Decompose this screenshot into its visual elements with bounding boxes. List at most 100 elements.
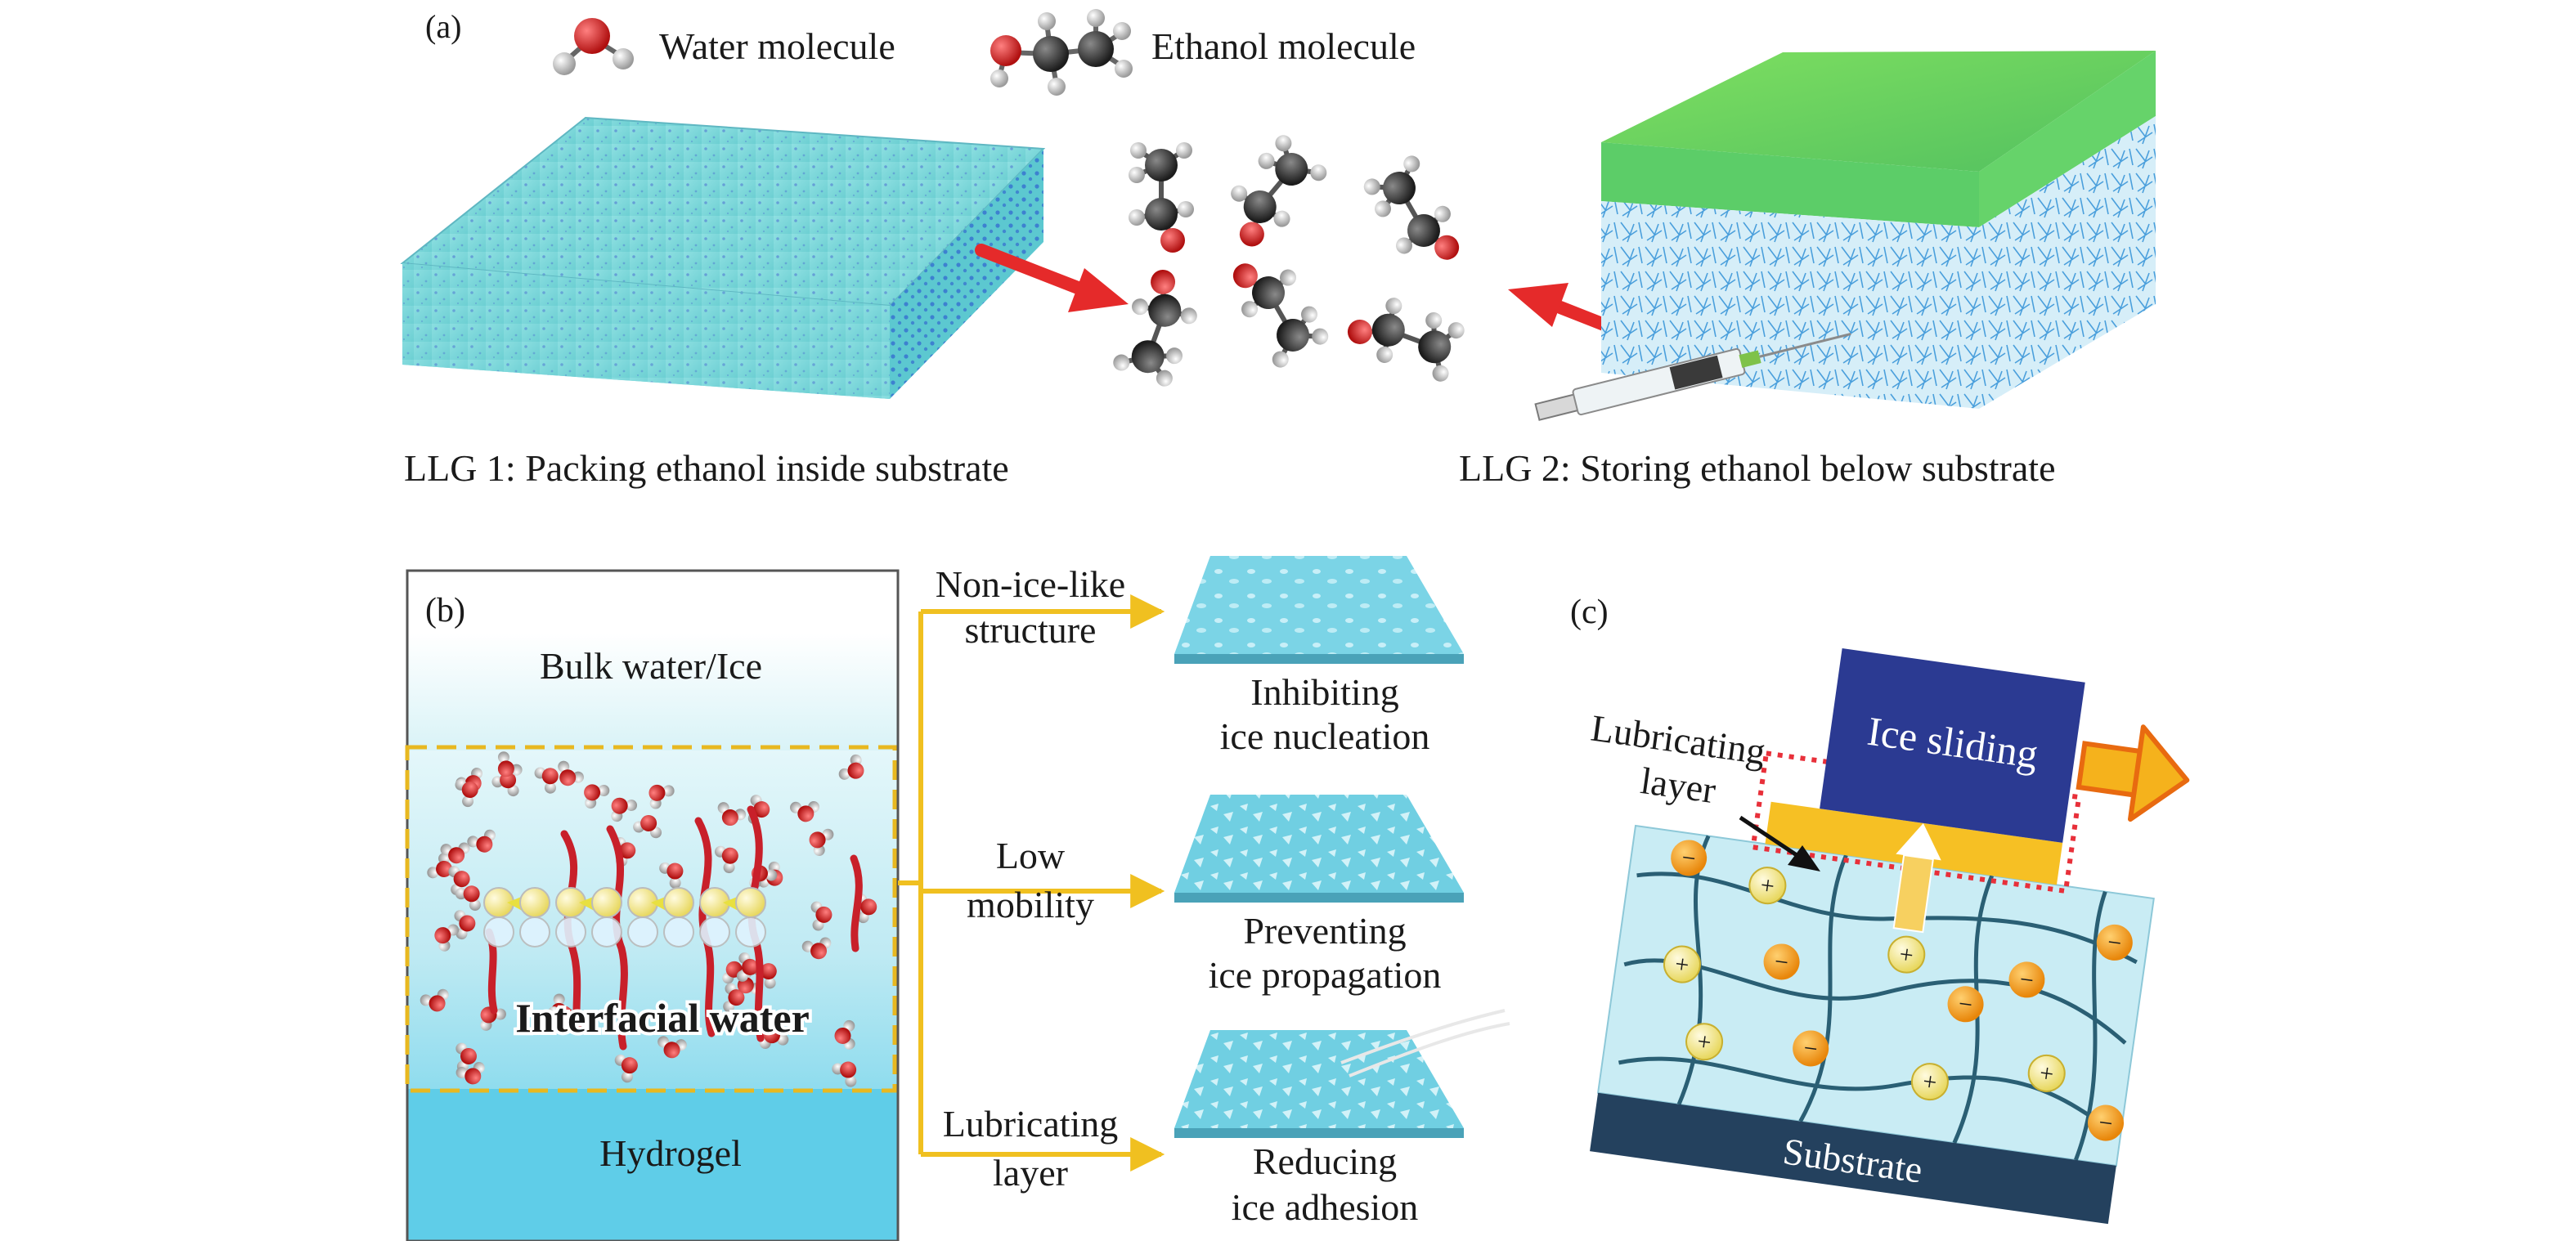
water-molecule-13 (456, 1042, 478, 1073)
charge-sphere-11: + (2027, 1054, 2066, 1092)
water-molecule-46 (611, 797, 638, 822)
svg-text:+: + (1759, 871, 1776, 900)
interface-charge-pair-6 (663, 887, 694, 948)
branch-3-effect-line2: ice adhesion (1232, 1186, 1419, 1228)
water-molecule-44 (558, 760, 584, 786)
upward-arrow-icon (1892, 822, 1941, 934)
substrate-base (1590, 1092, 2116, 1225)
water-molecule-24 (838, 754, 864, 780)
charge-sphere-6: + (1685, 1023, 1724, 1061)
water-molecule-41 (736, 952, 759, 982)
red-arrow-left (975, 244, 1129, 312)
charge-sphere-8: − (1947, 986, 1984, 1023)
water-molecule-39 (420, 988, 449, 1012)
syringe-icon (1534, 332, 1851, 421)
charge-sphere-1: − (1671, 840, 1708, 876)
interface-charge-pair-2 (519, 887, 550, 948)
polymer-network-lines (1618, 835, 2138, 1161)
panel-a: (a) Water molecule (400, 8, 2156, 489)
water-molecule-42 (584, 784, 610, 809)
svg-text:+: + (2038, 1060, 2055, 1088)
interface-charge-pair-4 (591, 887, 622, 948)
bulk-water-label: Bulk water/Ice (540, 645, 762, 687)
water-molecule-legend-label: Water molecule (659, 25, 895, 67)
svg-text:+: + (1921, 1068, 1938, 1096)
svg-text:−: − (2097, 1109, 2114, 1138)
interfacial-water-label: Interfacial water (515, 995, 810, 1041)
ethanol-molecule-icon (990, 9, 1133, 96)
svg-text:+: + (1898, 941, 1915, 970)
bulk-water-region (407, 571, 898, 750)
svg-text:+: + (1695, 1028, 1712, 1056)
hydrogel-region (407, 1089, 898, 1241)
plate-lubricating (1174, 1009, 1510, 1138)
charge-spheres: −++−−++−+−+−− (1663, 840, 2133, 1141)
ethanol-molecules-cluster (1113, 135, 1465, 387)
hydrogel-label: Hydrogel (599, 1132, 742, 1174)
interfacial-dashed-box (405, 745, 897, 1093)
branch-connectors (898, 594, 1165, 1172)
branch-2-cause-line1: Low (996, 835, 1066, 876)
interfacial-charge-row (483, 887, 766, 948)
plate-low-mobility (1174, 795, 1464, 903)
panel-c-label: (c) (1570, 594, 1609, 631)
lubricating-pointer-arrow (1739, 815, 1820, 871)
branch-2-effect-line1: Preventing (1243, 910, 1406, 952)
ethanol-molecule-legend-label: Ethanol molecule (1151, 25, 1416, 67)
water-molecule-33 (790, 800, 820, 822)
charge-sphere-7: + (1887, 935, 1926, 974)
lubricating-layer-line1: Lubricating (1588, 706, 1768, 772)
water-molecule-43 (455, 778, 478, 808)
charge-sphere-13: − (2087, 1104, 2124, 1141)
branch-1-cause-line1: Non-ice-like (936, 563, 1125, 605)
ethanol-molecule-3 (1363, 155, 1460, 260)
branch-1-effect-line1: Inhibiting (1250, 671, 1398, 713)
water-molecule-1 (467, 829, 496, 853)
water-molecule-21 (834, 1019, 855, 1050)
charge-sphere-3: + (1663, 945, 1701, 983)
llg1-caption: LLG 1: Packing ethanol inside substrate (404, 447, 1009, 489)
svg-text:−: − (1773, 948, 1790, 976)
water-molecule-45 (657, 1036, 687, 1059)
water-molecule-35 (448, 866, 470, 896)
llg2-caption: LLG 2: Storing ethanol below substrate (1459, 447, 2056, 489)
ethanol-molecule-6 (1347, 298, 1465, 382)
panel-a-label: (a) (425, 8, 461, 45)
water-molecule-5 (717, 802, 747, 827)
sliding-arrow-icon (2076, 724, 2190, 822)
plate-non-ice-like (1174, 556, 1464, 664)
water-molecule-36 (548, 1006, 572, 1032)
water-molecule-6 (633, 814, 662, 839)
svg-text:−: − (1680, 844, 1697, 872)
water-molecule-11 (659, 862, 684, 889)
ethanol-molecule-1 (1129, 142, 1194, 253)
water-molecule-2 (648, 784, 675, 809)
ethanol-molecule-2 (1231, 135, 1327, 247)
llg2-substrate-slab (1601, 51, 2156, 409)
water-molecule-9 (714, 845, 738, 874)
water-molecule-23 (723, 983, 745, 1013)
water-molecule-icon (553, 18, 634, 75)
water-molecule-32 (434, 924, 460, 952)
water-molecule-30 (809, 828, 834, 856)
water-molecule-8 (614, 1054, 638, 1083)
charge-sphere-2: + (1748, 867, 1787, 905)
branch-2-cause-line2: mobility (967, 884, 1094, 925)
charge-sphere-5: − (1793, 1030, 1829, 1067)
branch-1-effect-line2: ice nucleation (1220, 715, 1430, 757)
branch-3-cause-line2: layer (993, 1152, 1068, 1194)
charge-sphere-9: + (1910, 1063, 1949, 1101)
water-molecule-34 (440, 842, 470, 864)
interface-charge-pair-8 (735, 887, 766, 948)
interface-charge-pair-7 (699, 887, 747, 948)
charge-sphere-12: − (2096, 924, 2133, 961)
water-molecule-38 (455, 885, 481, 912)
svg-text:−: − (1802, 1034, 1819, 1063)
branch-3-cause-line1: Lubricating (943, 1103, 1119, 1145)
water-molecule-22 (427, 853, 453, 879)
water-molecule-7 (832, 1061, 857, 1087)
llg1-substrate-slab (400, 116, 1046, 399)
panel-b: (b) Bulk water/Ice Interfacial water Hyd… (405, 556, 1510, 1241)
water-molecule-25 (456, 1062, 485, 1085)
water-molecule-26 (801, 937, 832, 960)
